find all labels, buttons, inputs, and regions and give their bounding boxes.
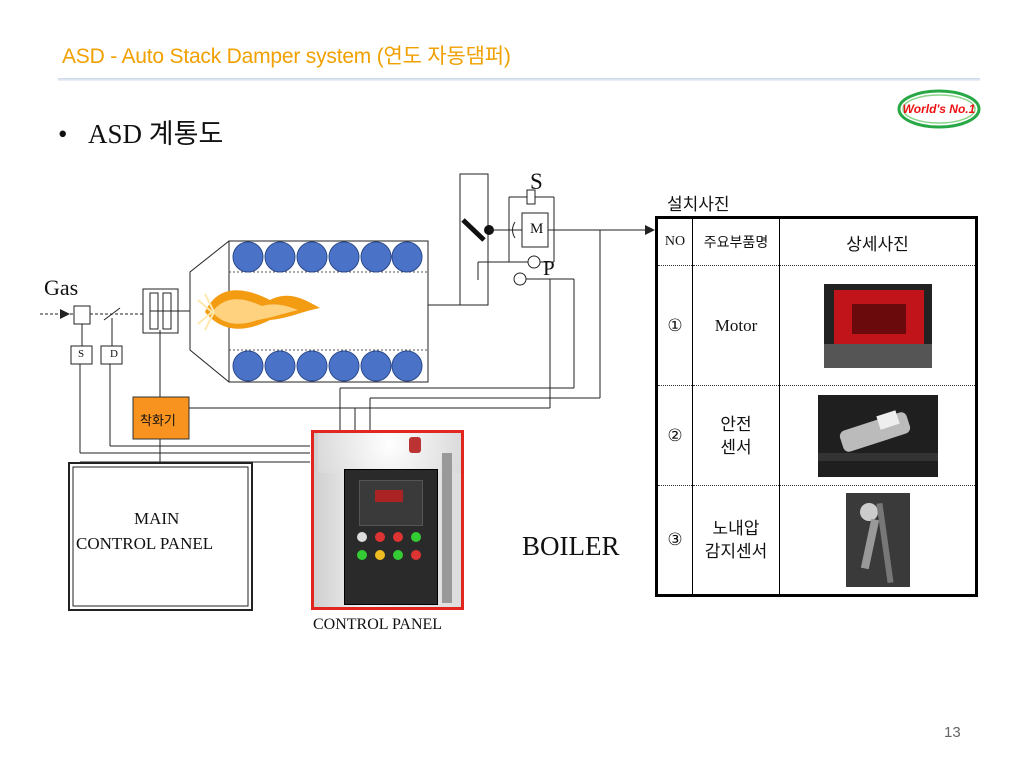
header-part-name: 주요부품명	[692, 217, 780, 266]
bullet-text: ASD 계통도	[88, 119, 224, 149]
row-2-no: ②	[656, 385, 693, 486]
table-header-row: NO 주요부품명 상세사진	[656, 217, 977, 266]
boiler-tubes-top	[232, 241, 423, 273]
row-3-no: ③	[656, 485, 693, 596]
main-panel-label-1: MAIN	[134, 509, 180, 528]
gas-label: Gas	[44, 275, 79, 300]
s-sensor-box	[70, 345, 93, 365]
worlds-no1-logo: World's No.1	[897, 89, 981, 129]
header-detail-photo: 상세사진	[846, 234, 909, 254]
row-2-name-line2: 센서	[720, 437, 752, 457]
row-2-name-line1: 안전	[720, 414, 752, 434]
s-sensor-label: S	[78, 348, 85, 360]
row-2-photo-cell	[780, 386, 977, 486]
table-row: ③ 노내압 감지센서	[656, 485, 977, 596]
row-1-photo-cell	[780, 266, 977, 386]
control-panel-photo	[311, 430, 464, 610]
row-3-name-line1: 노내압	[712, 519, 760, 538]
pressure-sensor-photo	[845, 493, 910, 587]
igniter-box	[132, 396, 190, 440]
logo-text: World's No.1	[903, 102, 976, 116]
d-sensor-box	[100, 345, 123, 365]
bullet-item: • ASD 계통도	[58, 112, 223, 151]
igniter-label: 착화기	[140, 414, 176, 429]
table-row: ② 안전 센서	[656, 385, 977, 486]
table-row: ① Motor	[656, 265, 977, 386]
s-label: S	[530, 169, 543, 194]
motor-photo	[823, 283, 932, 368]
m-label: M	[530, 221, 544, 237]
p-label: P	[543, 256, 555, 280]
gas-valve-d	[103, 307, 121, 321]
panel-cabinet	[344, 469, 438, 605]
d-sensor-label: D	[110, 348, 118, 360]
safety-sensor-photo	[817, 394, 938, 477]
row-1-name-line1: Motor	[714, 315, 758, 335]
main-panel-label-2: CONTROL PANEL	[76, 534, 214, 553]
row-3-photo-cell	[780, 486, 977, 596]
stack-duct	[428, 173, 489, 306]
row-3-name-line2: 감지센서	[704, 542, 768, 561]
title-divider	[58, 78, 980, 81]
boiler-tubes-bottom	[232, 350, 423, 382]
header-no: NO	[656, 217, 693, 266]
gas-valve-s	[73, 305, 91, 325]
boiler-label: BOILER	[522, 531, 620, 561]
install-photo-label: 설치사진	[667, 195, 730, 215]
row-1-no: ①	[656, 265, 693, 386]
arrow-to-table	[645, 225, 655, 235]
slide-title: ASD - Auto Stack Damper system (연도 자동댐퍼)	[62, 45, 511, 68]
p-switch-bottom	[513, 272, 527, 286]
damper-blade	[461, 218, 486, 242]
row-3-name: 노내압 감지센서	[692, 485, 780, 596]
parts-table: NO 주요부품명 상세사진 ① Motor ② 안전 센서 ③	[655, 216, 978, 597]
control-panel-caption: CONTROL PANEL	[313, 616, 443, 633]
page-number: 13	[944, 724, 961, 741]
p-switch-top	[527, 255, 541, 269]
row-1-name: Motor	[692, 265, 780, 386]
row-2-name: 안전 센서	[692, 385, 780, 486]
bullet-dot: •	[58, 119, 68, 149]
flame-icon	[197, 290, 320, 331]
main-control-panel-box	[68, 462, 253, 611]
